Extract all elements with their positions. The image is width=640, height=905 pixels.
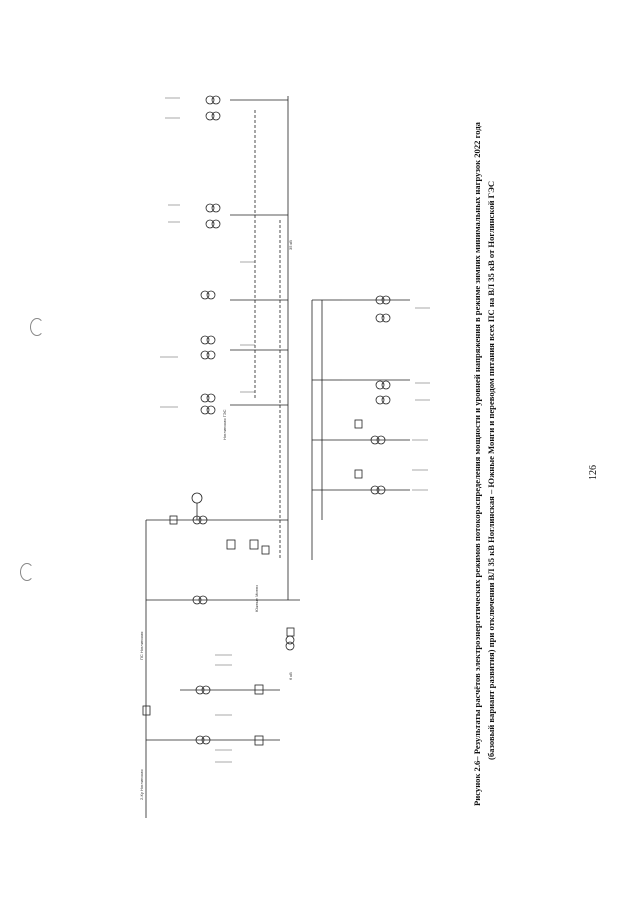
breaker-box-9 [354,419,363,429]
transformer-right-3 [375,380,391,390]
transformer-low-1 [200,393,216,403]
transformer-mid-2 [200,335,216,345]
breaker-box-2 [249,539,259,550]
transformer-upper-1 [205,203,221,213]
transformer-low-2 [200,405,216,415]
transformer-top-1 [205,95,221,105]
source-label: 2-Ку Ноглинская [139,770,144,801]
node-label-1: ПС Ноглинская [139,632,144,660]
transformer-upper-2 [205,219,221,229]
transformer-right-2 [375,313,391,323]
transformer-mid-3 [200,350,216,360]
transformer-right-1 [375,295,391,305]
transformer-top-2 [205,111,221,121]
transformer-right-5 [370,435,386,445]
node-label-5: 6 кВ [288,672,293,680]
transformer-sub-4 [195,735,211,745]
breaker-box-8 [286,627,295,637]
breaker-box-1 [169,515,178,525]
tiny-label-marks [160,97,430,763]
binder-hole-bottom [20,563,34,581]
transformer-mid-1 [200,290,216,300]
breaker-box-3 [261,545,270,555]
transformer-sub-2 [192,595,208,605]
binder-hole-top [30,318,44,336]
generator-symbol [191,492,203,504]
breaker-box-7 [254,735,264,746]
transformer-right-6 [370,485,386,495]
node-label-2: Южные Монги [254,585,259,612]
breaker-box-6 [254,684,264,695]
node-label-3: Ноглинская ГЭС [222,409,227,440]
transformer-sub-5 [285,635,295,651]
transformer-right-4 [375,395,391,405]
transformer-sub-3 [195,685,211,695]
breaker-box-10 [354,469,363,479]
breaker-box-4 [226,539,236,550]
breaker-box-5 [142,705,151,716]
node-label-4: 35 кВ [288,240,293,250]
